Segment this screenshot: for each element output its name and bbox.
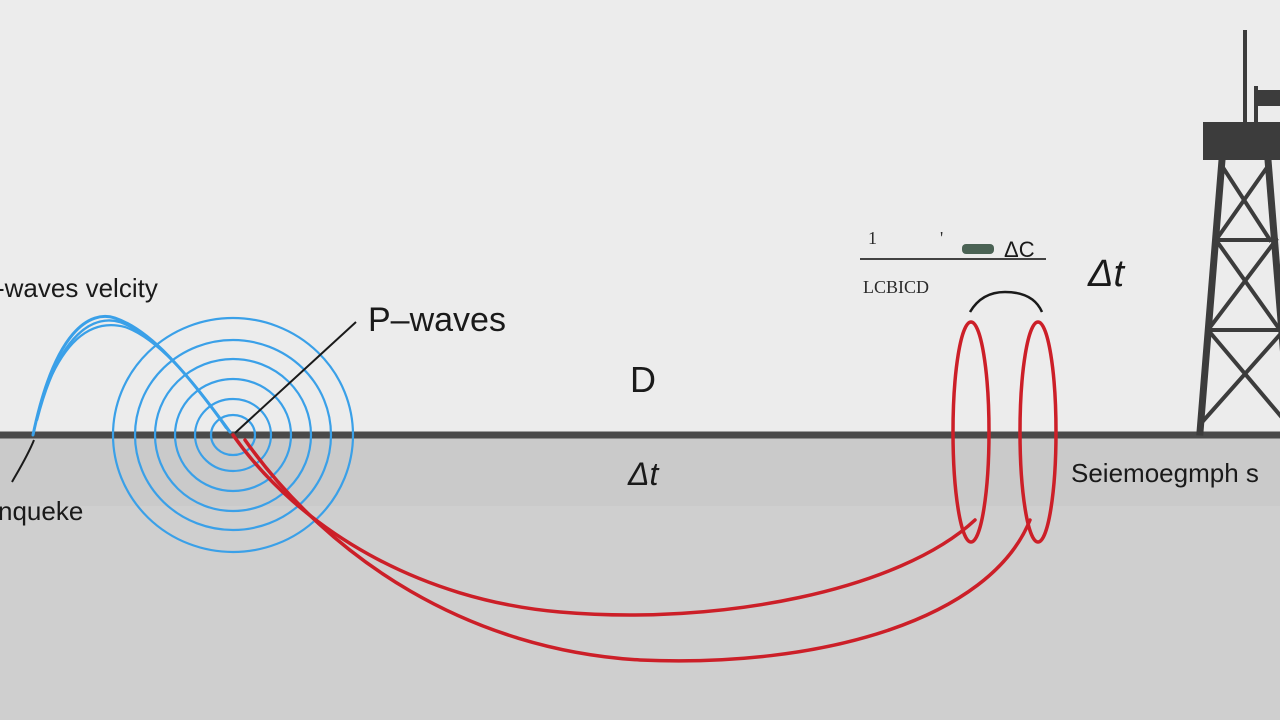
s-wave-paths — [231, 320, 1058, 663]
formula-numerator-right: ' — [940, 228, 943, 248]
delta-t-right-label: Δt — [1087, 253, 1125, 295]
seismograph-label: Seiemoegmph s — [1071, 458, 1259, 488]
p-waves-label: P–waves — [368, 301, 506, 339]
delta-t-brace — [968, 290, 1044, 313]
distance-label: D — [630, 359, 656, 400]
formula-right-term: ΔC — [1004, 237, 1035, 262]
earthquake-pointer — [11, 439, 35, 483]
formula-numerator-left: 1 — [868, 228, 877, 248]
formula-denominator: LCBICD — [863, 277, 929, 297]
ground-shadow — [0, 436, 1280, 506]
p-waves-pointer — [234, 321, 357, 434]
formula-blot — [962, 244, 994, 254]
p-wave-arc — [31, 314, 232, 437]
formula: 1 ' ΔC LCBICD — [860, 228, 1046, 297]
p-wave-rings — [111, 316, 355, 554]
earthquake-label: nqueke — [0, 496, 83, 526]
delta-t-ground-label: Δt — [627, 456, 659, 492]
velocity-label: -waves velcity — [0, 273, 158, 303]
seismograph-tower-icon — [1196, 30, 1280, 436]
